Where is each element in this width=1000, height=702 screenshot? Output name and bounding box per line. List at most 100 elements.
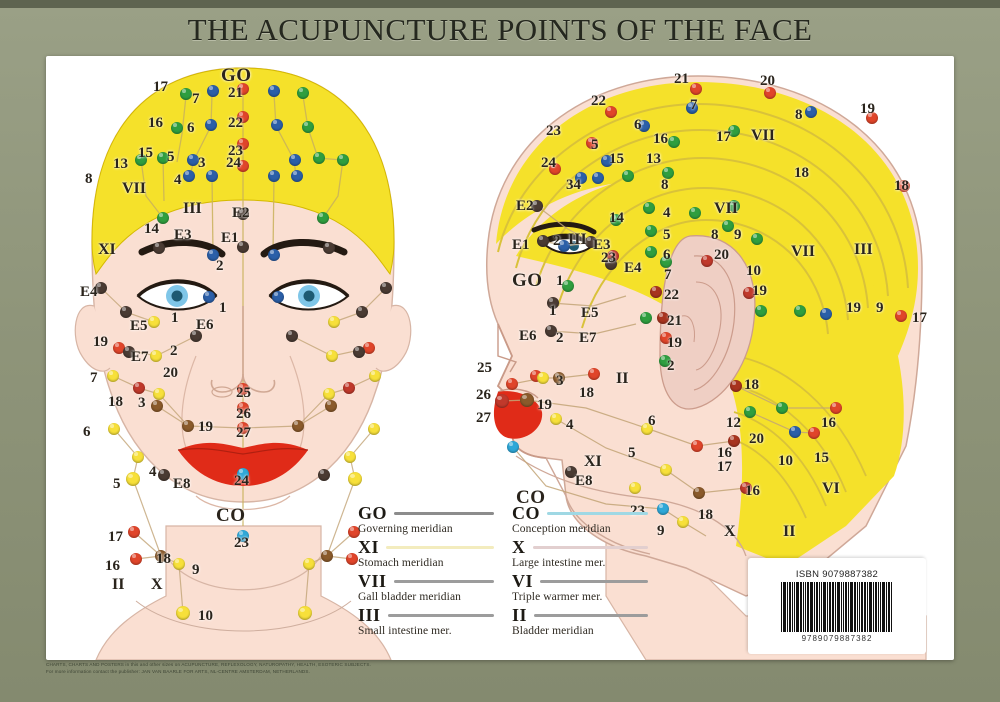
frontal-acupoint[interactable] xyxy=(133,382,145,394)
frontal-acupoint[interactable] xyxy=(237,468,249,480)
profile-acupoint[interactable] xyxy=(808,427,820,439)
profile-acupoint[interactable] xyxy=(789,426,801,438)
frontal-acupoint[interactable] xyxy=(157,212,169,224)
profile-acupoint[interactable] xyxy=(537,235,549,247)
frontal-acupoint[interactable] xyxy=(272,291,284,303)
frontal-acupoint[interactable] xyxy=(302,121,314,133)
profile-acupoint[interactable] xyxy=(895,310,907,322)
profile-acupoint[interactable] xyxy=(691,440,703,452)
profile-acupoint[interactable] xyxy=(650,286,662,298)
profile-acupoint[interactable] xyxy=(495,394,509,408)
profile-acupoint[interactable] xyxy=(545,325,557,337)
frontal-acupoint[interactable] xyxy=(205,119,217,131)
profile-acupoint[interactable] xyxy=(537,372,549,384)
frontal-acupoint[interactable] xyxy=(176,606,190,620)
profile-acupoint[interactable] xyxy=(558,240,570,252)
frontal-acupoint[interactable] xyxy=(190,330,202,342)
profile-acupoint[interactable] xyxy=(547,297,559,309)
frontal-acupoint[interactable] xyxy=(173,558,185,570)
frontal-acupoint[interactable] xyxy=(291,170,303,182)
frontal-acupoint[interactable] xyxy=(356,306,368,318)
frontal-acupoint[interactable] xyxy=(153,242,165,254)
profile-acupoint[interactable] xyxy=(588,368,600,380)
frontal-acupoint[interactable] xyxy=(107,370,119,382)
profile-acupoint[interactable] xyxy=(640,312,652,324)
frontal-acupoint[interactable] xyxy=(113,342,125,354)
frontal-acupoint[interactable] xyxy=(120,306,132,318)
profile-acupoint[interactable] xyxy=(690,83,702,95)
profile-acupoint[interactable] xyxy=(645,225,657,237)
profile-acupoint[interactable] xyxy=(550,413,562,425)
frontal-acupoint[interactable] xyxy=(237,530,249,542)
frontal-acupoint[interactable] xyxy=(237,208,249,220)
frontal-acupoint[interactable] xyxy=(368,423,380,435)
frontal-acupoint[interactable] xyxy=(135,154,147,166)
profile-acupoint[interactable] xyxy=(553,372,565,384)
frontal-acupoint[interactable] xyxy=(237,422,249,434)
profile-acupoint[interactable] xyxy=(776,402,788,414)
frontal-acupoint[interactable] xyxy=(298,606,312,620)
frontal-acupoint[interactable] xyxy=(268,249,280,261)
frontal-acupoint[interactable] xyxy=(187,154,199,166)
frontal-acupoint[interactable] xyxy=(326,350,338,362)
frontal-acupoint[interactable] xyxy=(237,383,249,395)
profile-acupoint[interactable] xyxy=(740,482,752,494)
profile-acupoint[interactable] xyxy=(764,87,776,99)
frontal-acupoint[interactable] xyxy=(207,249,219,261)
profile-acupoint[interactable] xyxy=(586,137,598,149)
profile-acupoint[interactable] xyxy=(657,503,669,515)
profile-acupoint[interactable] xyxy=(677,516,689,528)
profile-acupoint[interactable] xyxy=(660,464,672,476)
frontal-acupoint[interactable] xyxy=(286,330,298,342)
profile-acupoint[interactable] xyxy=(562,280,574,292)
frontal-acupoint[interactable] xyxy=(95,282,107,294)
frontal-acupoint[interactable] xyxy=(313,152,325,164)
profile-acupoint[interactable] xyxy=(605,106,617,118)
profile-acupoint[interactable] xyxy=(660,332,672,344)
profile-acupoint[interactable] xyxy=(755,305,767,317)
frontal-acupoint[interactable] xyxy=(318,469,330,481)
profile-acupoint[interactable] xyxy=(728,125,740,137)
frontal-acupoint[interactable] xyxy=(237,160,249,172)
profile-acupoint[interactable] xyxy=(805,106,817,118)
profile-acupoint[interactable] xyxy=(722,220,734,232)
profile-acupoint[interactable] xyxy=(592,172,604,184)
frontal-acupoint[interactable] xyxy=(297,87,309,99)
profile-acupoint[interactable] xyxy=(585,236,597,248)
frontal-acupoint[interactable] xyxy=(237,402,249,414)
profile-acupoint[interactable] xyxy=(689,207,701,219)
frontal-acupoint[interactable] xyxy=(344,451,356,463)
profile-acupoint[interactable] xyxy=(820,308,832,320)
frontal-acupoint[interactable] xyxy=(207,85,219,97)
profile-acupoint[interactable] xyxy=(610,214,622,226)
profile-acupoint[interactable] xyxy=(605,258,617,270)
frontal-acupoint[interactable] xyxy=(289,154,301,166)
frontal-acupoint[interactable] xyxy=(271,119,283,131)
profile-acupoint[interactable] xyxy=(507,441,519,453)
profile-acupoint[interactable] xyxy=(751,233,763,245)
frontal-acupoint[interactable] xyxy=(325,400,337,412)
profile-acupoint[interactable] xyxy=(641,423,653,435)
frontal-acupoint[interactable] xyxy=(123,346,135,358)
profile-acupoint[interactable] xyxy=(830,402,842,414)
profile-acupoint[interactable] xyxy=(638,120,650,132)
frontal-acupoint[interactable] xyxy=(343,382,355,394)
profile-acupoint[interactable] xyxy=(657,312,669,324)
frontal-acupoint[interactable] xyxy=(328,316,340,328)
frontal-acupoint[interactable] xyxy=(237,83,249,95)
frontal-acupoint[interactable] xyxy=(323,242,335,254)
profile-acupoint[interactable] xyxy=(659,355,671,367)
frontal-acupoint[interactable] xyxy=(348,526,360,538)
frontal-acupoint[interactable] xyxy=(317,212,329,224)
frontal-acupoint[interactable] xyxy=(268,170,280,182)
profile-acupoint[interactable] xyxy=(549,163,561,175)
frontal-acupoint[interactable] xyxy=(380,282,392,294)
frontal-acupoint[interactable] xyxy=(237,241,249,253)
profile-acupoint[interactable] xyxy=(701,255,713,267)
frontal-acupoint[interactable] xyxy=(303,558,315,570)
frontal-acupoint[interactable] xyxy=(237,111,249,123)
profile-acupoint[interactable] xyxy=(660,256,672,268)
frontal-acupoint[interactable] xyxy=(148,316,160,328)
frontal-acupoint[interactable] xyxy=(237,138,249,150)
frontal-acupoint[interactable] xyxy=(346,553,358,565)
